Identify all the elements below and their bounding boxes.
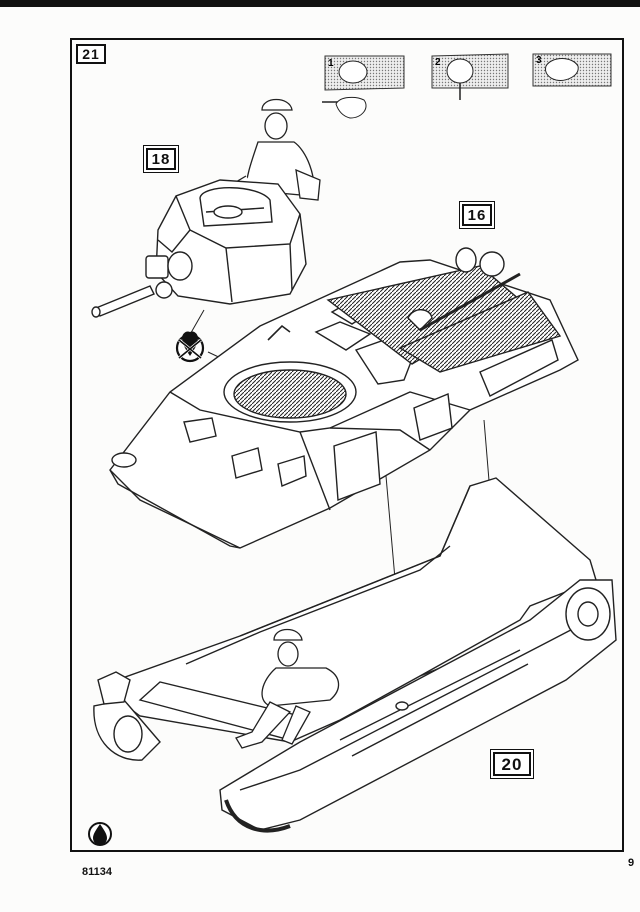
- detail-inset-3: 3: [532, 53, 612, 87]
- callout-16-text: 16: [467, 206, 487, 224]
- upper-hull: [109, 247, 579, 549]
- page-number: 9: [628, 857, 635, 869]
- callout-engine-deck-part: 16: [462, 204, 492, 226]
- callout-18-text: 18: [151, 150, 171, 168]
- no-glue-icon: [175, 331, 205, 363]
- glue-drop-icon: [88, 822, 112, 846]
- callout-turret-part: 18: [146, 148, 176, 170]
- callout-20-text: 20: [501, 754, 523, 774]
- step-number: 21: [82, 46, 100, 62]
- lower-hull-chassis: [93, 477, 617, 833]
- driver-figure: [235, 628, 340, 749]
- top-scan-edge: [0, 0, 640, 7]
- inset-1-number: 1: [328, 58, 334, 69]
- detail-inset-2: 2: [431, 53, 509, 100]
- step-frame: [70, 38, 624, 852]
- detail-inset-1: 1: [322, 55, 405, 119]
- kit-code: 81134: [82, 866, 112, 878]
- step-number-box: 21: [76, 44, 106, 64]
- callout-hull-part: 20: [493, 752, 531, 776]
- turret: [91, 179, 307, 318]
- inset-2-number: 2: [435, 57, 441, 68]
- inset-3-number: 3: [536, 55, 542, 66]
